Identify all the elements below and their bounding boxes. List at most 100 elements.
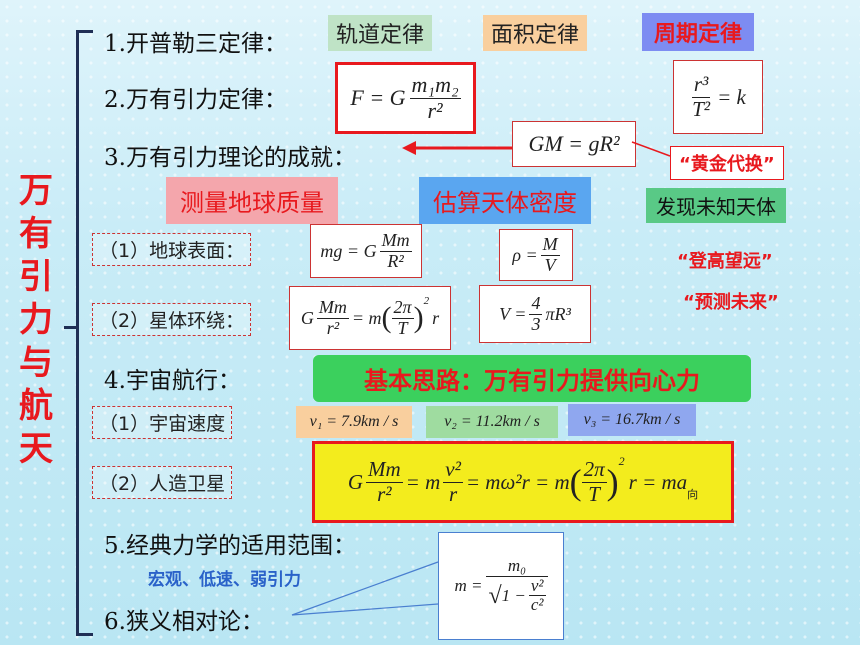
paren: ( bbox=[381, 301, 392, 334]
title-char: 有 bbox=[19, 214, 53, 254]
numerator: 4 bbox=[529, 292, 543, 315]
numerator: Mm bbox=[316, 296, 349, 319]
denominator: R² bbox=[387, 250, 404, 271]
fraction: 2π T bbox=[391, 296, 414, 339]
denominator: c² bbox=[530, 595, 544, 615]
item-space-flight: 4.宇宙航行： bbox=[104, 368, 241, 394]
formula-sphere-volume: V = 4 3 πR³ bbox=[479, 285, 591, 343]
formula-text: = mω²r = m bbox=[465, 469, 570, 494]
fraction: m₁m₂ r² bbox=[409, 72, 461, 123]
formula-text: r bbox=[432, 307, 440, 328]
formula-kepler-third: r³ T² = k bbox=[673, 60, 763, 134]
formula-gravitation: F = G m₁m₂ r² bbox=[335, 62, 476, 134]
bracket-tick bbox=[64, 326, 78, 329]
formula-text: G bbox=[300, 307, 314, 328]
denominator: √ 1 − v² c² bbox=[486, 575, 548, 615]
callout-pointer bbox=[631, 141, 671, 157]
tag-measure-earth-mass: 测量地球质量 bbox=[166, 177, 338, 224]
item-achievements: 3.万有引力理论的成就： bbox=[104, 145, 356, 171]
denominator: 3 bbox=[531, 313, 541, 334]
paren: ( bbox=[569, 462, 582, 502]
denominator: T² bbox=[692, 96, 711, 121]
fraction: Mm r² bbox=[366, 458, 403, 505]
denominator: r² bbox=[377, 481, 392, 506]
formula-v3: v₃ = 16.7km / s bbox=[568, 404, 696, 436]
numerator: m₁m₂ bbox=[409, 72, 461, 99]
fraction: v² c² bbox=[528, 575, 546, 615]
title-char: 力 bbox=[19, 300, 53, 340]
title-char: 天 bbox=[19, 429, 53, 469]
item-gravitation-law: 2.万有引力定律： bbox=[104, 87, 287, 113]
outline-bracket bbox=[76, 30, 93, 636]
title-char: 航 bbox=[19, 386, 53, 426]
fraction: Mm r² bbox=[316, 296, 349, 339]
note-climb-high: “登高望远” bbox=[677, 251, 773, 272]
denominator: r² bbox=[326, 317, 340, 338]
numerator: r³ bbox=[691, 72, 711, 98]
formula-density: ρ = M V bbox=[499, 229, 573, 281]
tag-area-law: 面积定律 bbox=[483, 15, 588, 51]
numerator: v² bbox=[528, 575, 546, 597]
fraction: 4 3 bbox=[529, 292, 543, 335]
arrow-icon bbox=[402, 141, 512, 155]
fraction: r³ T² bbox=[690, 73, 712, 120]
formula-text: πR³ bbox=[545, 303, 571, 324]
formula-v1: v₁ = 7.9km / s bbox=[296, 406, 412, 438]
fraction: m₀ √ 1 − v² c² bbox=[486, 555, 548, 615]
basic-idea-banner: 基本思路：万有引力提供向心力 bbox=[313, 355, 751, 402]
formula-text: = k bbox=[717, 84, 746, 109]
sub-item-surface: （1）地球表面： bbox=[92, 233, 252, 266]
denominator: r² bbox=[427, 97, 443, 123]
formula-text: V = bbox=[499, 303, 527, 324]
formula-text: F = G bbox=[350, 85, 406, 110]
fraction: v² r bbox=[443, 458, 463, 505]
numerator: v² bbox=[443, 457, 463, 483]
formula-text: 1 − bbox=[501, 585, 526, 605]
tag-discover-bodies: 发现未知天体 bbox=[646, 188, 786, 223]
formula-text: = m bbox=[351, 307, 382, 328]
note-golden-substitution: “黄金代换” bbox=[670, 146, 784, 180]
formula-relativistic-mass: m = m₀ √ 1 − v² c² bbox=[438, 532, 564, 640]
denominator: r bbox=[448, 481, 458, 506]
numerator: m₀ bbox=[505, 555, 529, 577]
numerator: Mm bbox=[366, 457, 403, 483]
numerator: M bbox=[540, 233, 560, 256]
formula-text: r = ma bbox=[628, 469, 688, 494]
item-classical-scope: 5.经典力学的适用范围： bbox=[104, 533, 356, 559]
title-char: 万 bbox=[19, 171, 53, 211]
sqrt-icon: √ bbox=[488, 582, 502, 609]
title-char: 引 bbox=[19, 257, 53, 297]
formula-text: mg = G bbox=[320, 240, 377, 261]
numerator: 2π bbox=[391, 296, 414, 319]
tag-orbit-law: 轨道定律 bbox=[328, 15, 433, 51]
vertical-title: 万 有 引 力 与 航 天 bbox=[14, 170, 58, 471]
item-special-relativity: 6.狭义相对论： bbox=[104, 609, 264, 635]
denominator: T bbox=[397, 317, 408, 338]
formula-orbit: G Mm r² = m ( 2π T ) 2 r bbox=[289, 286, 451, 350]
note-predict-future: “预测未来” bbox=[683, 292, 779, 313]
fraction: Mm R² bbox=[379, 229, 412, 272]
tag-period-law: 周期定律 bbox=[642, 13, 755, 51]
title-char: 与 bbox=[19, 343, 53, 383]
sub-item-cosmic-speed: （1）宇宙速度 bbox=[92, 406, 233, 439]
formula-text: = m bbox=[405, 469, 441, 494]
formula-v2: v₂ = 11.2km / s bbox=[426, 406, 558, 438]
formula-gm-gr2: GM = gR² bbox=[512, 121, 636, 167]
callout-pointer bbox=[291, 561, 439, 616]
paren: ) bbox=[413, 301, 424, 334]
tag-estimate-density: 估算天体密度 bbox=[419, 177, 591, 224]
numerator: Mm bbox=[379, 229, 412, 252]
denominator: V bbox=[544, 254, 556, 275]
formula-mg: mg = G Mm R² bbox=[310, 224, 422, 278]
sub-item-orbiting: （2）星体环绕： bbox=[92, 303, 252, 336]
scope-note: 宏观、低速、弱引力 bbox=[148, 570, 301, 590]
paren: ) bbox=[606, 462, 619, 502]
sub-item-satellite: （2）人造卫星 bbox=[92, 466, 233, 499]
formula-text: G bbox=[347, 469, 363, 494]
formula-subscript: 向 bbox=[687, 489, 699, 501]
formula-text: m = bbox=[454, 576, 483, 595]
item-kepler: 1.开普勒三定律： bbox=[104, 31, 287, 57]
numerator: 2π bbox=[581, 457, 607, 483]
formula-satellite: G Mm r² = m v² r = mω²r = m ( 2π T ) 2 r… bbox=[312, 441, 734, 523]
fraction: 2π T bbox=[581, 457, 607, 505]
